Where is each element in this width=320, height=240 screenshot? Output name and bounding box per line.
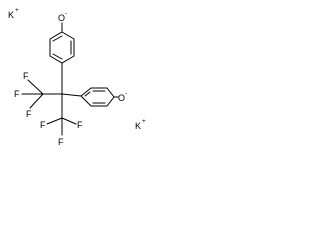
ring-top-hexagon <box>49 31 75 64</box>
oxygen-charge-top: - <box>65 10 67 17</box>
fluorine-upper-1: F <box>23 71 29 81</box>
potassium-symbol-top: K <box>8 10 14 20</box>
ring-top-inner-bond-2 <box>52 53 63 60</box>
bond-lower-cf3-f2 <box>61 117 77 125</box>
chemical-structure-diagram: K + K + O - O - F F <box>8 7 146 147</box>
fluorine-lower-2: F <box>77 120 83 130</box>
potassium-ion-right: K + <box>135 118 146 131</box>
potassium-ion-top: K + <box>8 7 19 20</box>
oxygen-right: O - <box>118 90 127 103</box>
bond-lower-cf3-f1 <box>46 117 63 125</box>
upper-cf3-group: F F F <box>14 71 63 119</box>
oxygen-symbol-top: O <box>58 13 65 23</box>
oxygen-top: O - <box>58 10 67 23</box>
lower-cf3-group: F F F <box>40 93 83 147</box>
central-carbon-node <box>61 93 63 95</box>
ring-top-inner-bond-3 <box>52 35 63 42</box>
bond-center-ring-right <box>61 93 82 97</box>
potassium-charge-right: + <box>142 118 146 125</box>
potassium-symbol-right: K <box>135 121 141 131</box>
oxygen-charge-right: - <box>125 90 127 97</box>
lower-phenyl-ring <box>61 87 119 107</box>
bond-upper-cf3-f3 <box>29 93 44 109</box>
oxygen-symbol-right: O <box>118 93 125 103</box>
potassium-charge-top: + <box>15 7 19 14</box>
ring-right-inner-bond-3 <box>84 91 91 97</box>
upper-phenyl-ring <box>49 22 75 95</box>
fluorine-lower-1: F <box>40 120 46 130</box>
fluorine-upper-2: F <box>14 89 20 99</box>
fluorine-upper-3: F <box>26 109 32 119</box>
bond-upper-cf3-f1 <box>27 79 44 95</box>
fluorine-lower-3: F <box>58 137 64 147</box>
